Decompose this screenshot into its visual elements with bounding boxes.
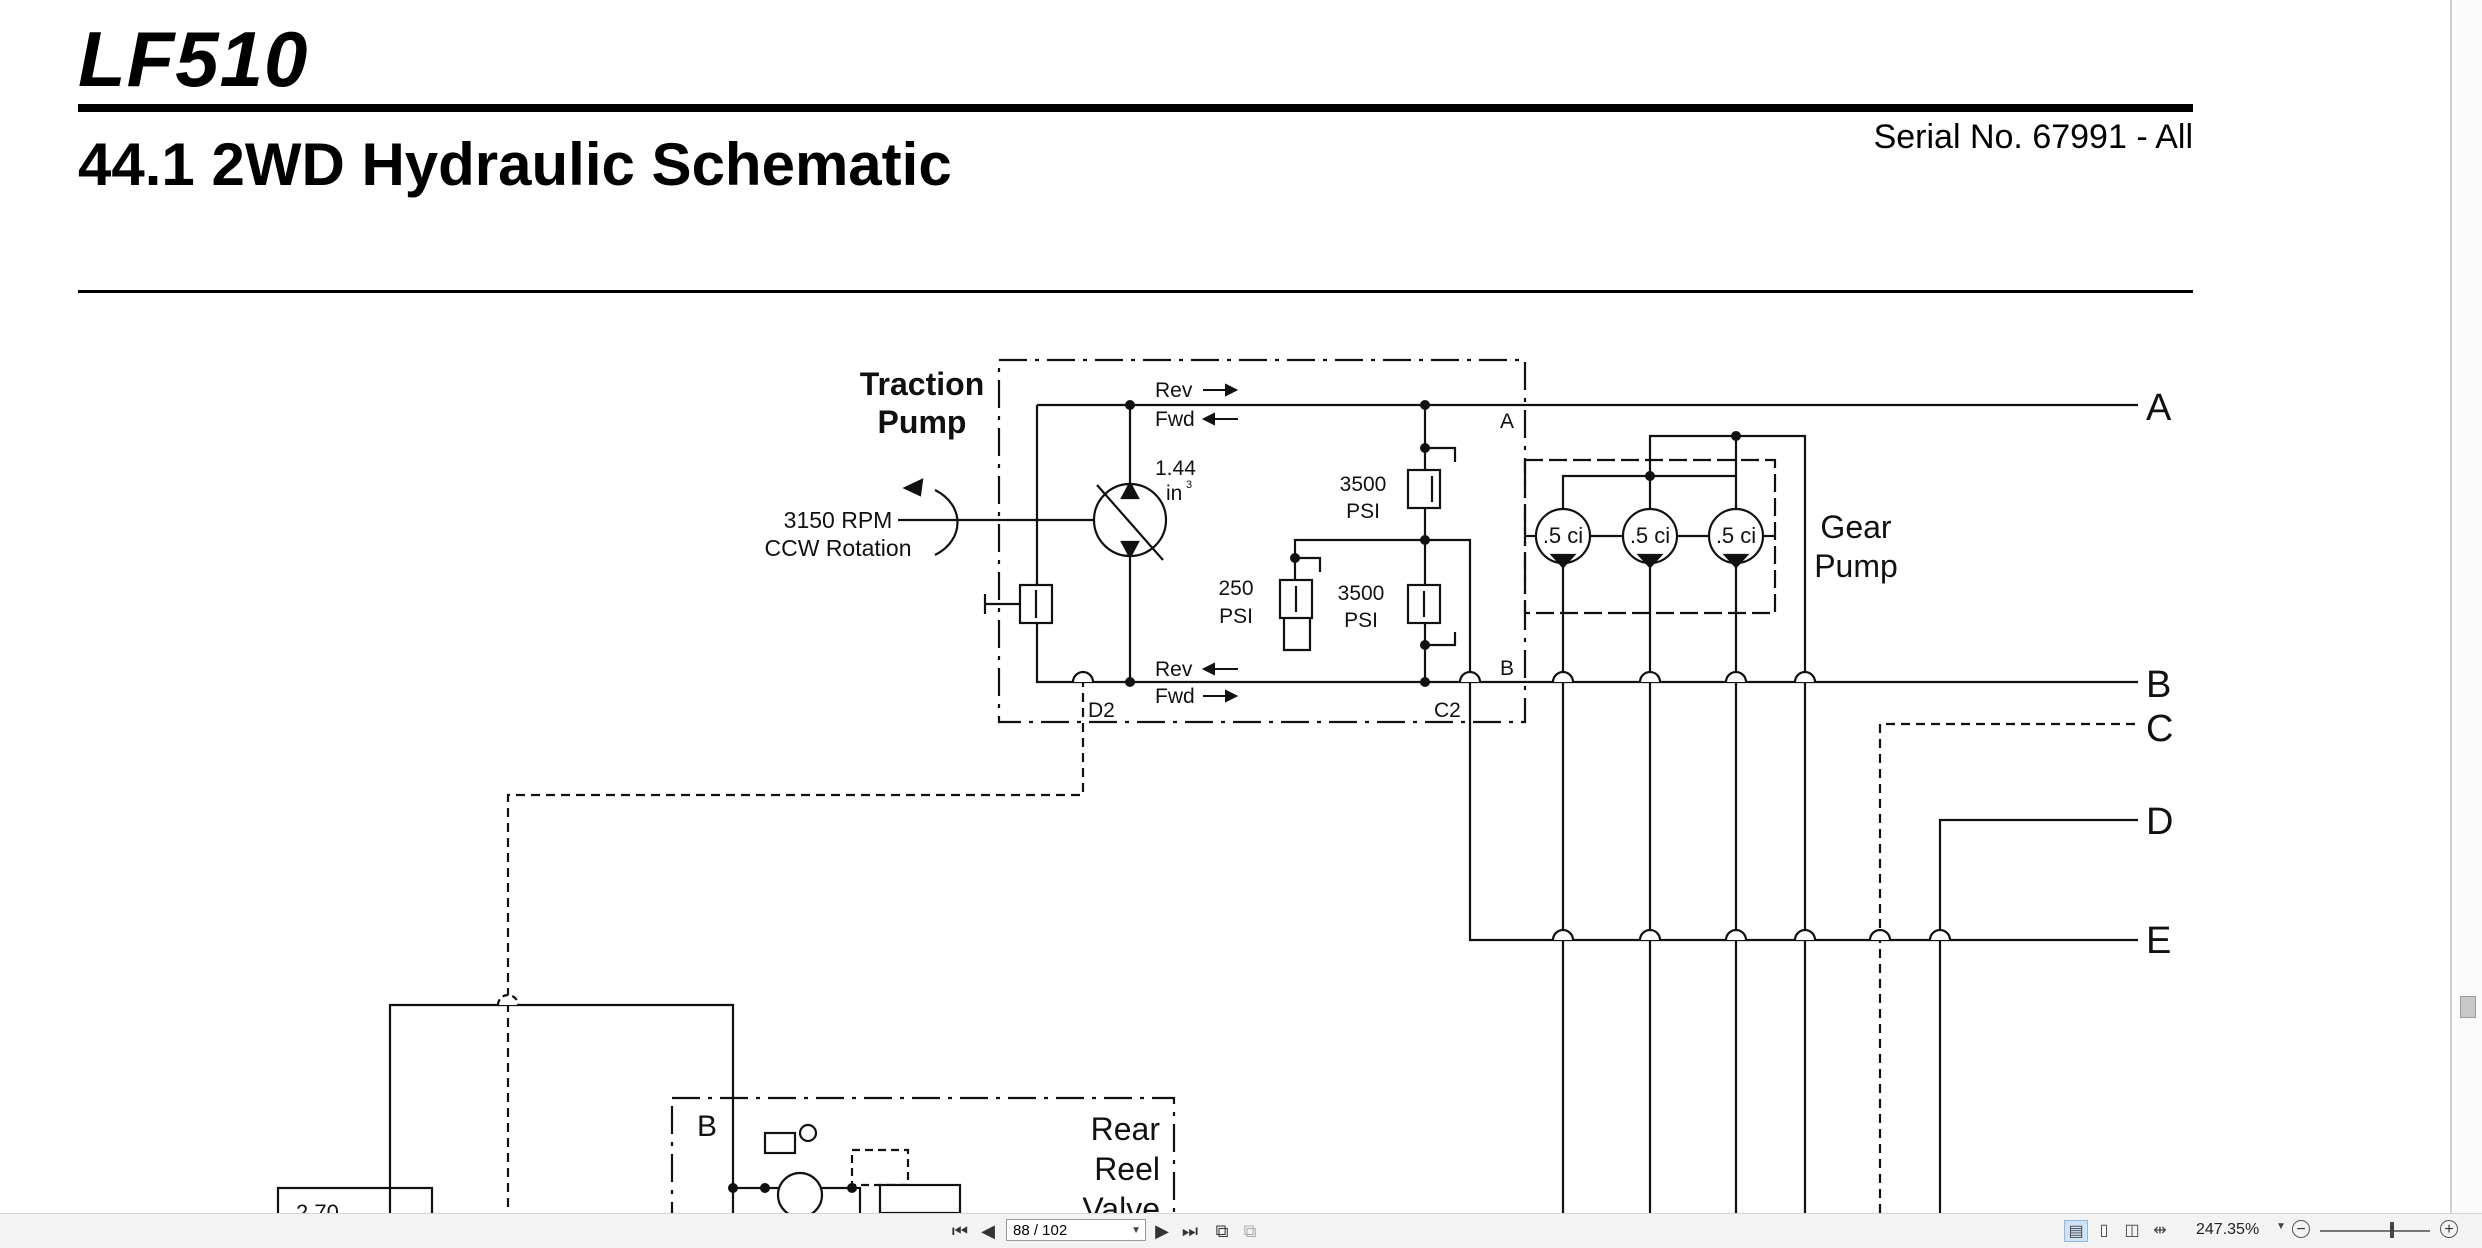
rev-label-bottom: Rev — [1155, 658, 1193, 681]
zoom-level[interactable]: 247.35% — [2196, 1221, 2260, 1238]
rear-reel-valve-enclosure — [670, 1096, 1176, 1213]
relief-low-unit: PSI — [1219, 605, 1253, 628]
displacement-exponent: 3 — [1186, 479, 1192, 491]
line-b-internal — [1035, 405, 1467, 684]
reel-valve-port-b: B — [697, 1110, 717, 1143]
prev-page-button[interactable]: ◀ — [981, 1221, 995, 1241]
line-label-c: C — [2146, 708, 2173, 750]
fwd-label-top: Fwd — [1155, 408, 1195, 431]
model-title: LF510 — [78, 15, 309, 103]
next-page-button[interactable]: ▶ — [1155, 1221, 1169, 1241]
title-rule — [78, 290, 2193, 293]
line-c — [1878, 722, 2138, 1213]
port-b-label: B — [1500, 657, 1514, 680]
status-toolbar: ⏮ ◀ 88 / 102 ▼ ▶ ⏭ ⧉ ⧉ ▤ ▯ ◫ ⇹ 247.35% ▼… — [0, 1213, 2482, 1248]
gear-section-label-1: .5 ci — [1543, 523, 1583, 548]
traction-pump-enclosure — [997, 358, 1527, 724]
scrollbar-thumb[interactable] — [2460, 996, 2476, 1018]
continuous-view-icon[interactable]: ▯ — [2099, 1222, 2109, 1239]
traction-pump-title-1: Traction — [860, 366, 984, 402]
reel-valve-title-3: Valve — [1082, 1191, 1160, 1213]
port-d2-label: D2 — [1088, 699, 1115, 722]
zoom-slider-handle[interactable] — [2390, 1222, 2394, 1238]
reel-valve-title-2: Reel — [1094, 1151, 1160, 1187]
line-label-e: E — [2146, 920, 2171, 962]
pump-speed: 3150 RPM — [784, 507, 893, 533]
line-label-b: B — [2146, 664, 2171, 706]
port-a-label: A — [1500, 410, 1514, 433]
line-label-d: D — [2146, 801, 2173, 843]
zoom-slider[interactable] — [2320, 1230, 2430, 1232]
two-page-view-icon[interactable]: ◫ — [2124, 1222, 2140, 1239]
reel-valve-title-1: Rear — [1091, 1111, 1161, 1147]
copy-page-icon[interactable]: ⧉ — [1215, 1221, 1229, 1241]
rev-label-top: Rev — [1155, 379, 1193, 402]
partial-displacement-label: 2.70 — [296, 1200, 339, 1213]
paste-page-icon[interactable]: ⧉ — [1243, 1221, 1257, 1241]
line-d — [1938, 818, 2138, 1213]
pump-displacement: 1.44 — [1155, 457, 1196, 480]
displacement-unit: in — [1166, 482, 1182, 505]
header-rule — [78, 104, 2193, 112]
relief-low-value: 250 — [1218, 577, 1253, 600]
first-page-button[interactable]: ⏮ — [951, 1221, 969, 1241]
relief-high-unit-1: PSI — [1346, 500, 1380, 523]
traction-pump-title-2: Pump — [878, 404, 967, 440]
gear-pump-title-1: Gear — [1820, 509, 1891, 545]
serial-number: Serial No. 67991 - All — [1873, 118, 2193, 156]
relief-high-value-2: 3500 — [1338, 582, 1385, 605]
vertical-scrollbar[interactable] — [2450, 0, 2482, 1213]
page-number-value: 88 / 102 — [1013, 1222, 1068, 1239]
line-label-a: A — [2146, 387, 2172, 429]
page-number-field[interactable]: 88 / 102 ▼ — [1006, 1219, 1146, 1241]
relief-high-value-1: 3500 — [1340, 473, 1387, 496]
zoom-in-button[interactable]: + — [2440, 1220, 2458, 1238]
gear-section-label-3: .5 ci — [1716, 523, 1756, 548]
section-title: 44.1 2WD Hydraulic Schematic — [78, 131, 952, 198]
zoom-out-button[interactable]: − — [2292, 1220, 2310, 1238]
port-c2-label: C2 — [1434, 699, 1461, 722]
gear-pump-title-2: Pump — [1814, 548, 1898, 584]
relief-high-unit-2: PSI — [1344, 609, 1378, 632]
line-e — [1425, 538, 2138, 942]
last-page-button[interactable]: ⏭ — [1181, 1221, 1199, 1241]
fit-width-icon[interactable]: ⇹ — [2153, 1222, 2167, 1239]
pump-rotation: CCW Rotation — [765, 535, 912, 561]
gear-section-label-2: .5 ci — [1630, 523, 1670, 548]
single-page-view-icon[interactable]: ▤ — [2064, 1220, 2088, 1242]
zoom-dropdown-icon[interactable]: ▼ — [2276, 1221, 2286, 1232]
chevron-down-icon: ▼ — [1131, 1225, 1141, 1236]
fwd-label-bottom: Fwd — [1155, 685, 1195, 708]
document-page: LF510 44.1 2WD Hydraulic Schematic Seria… — [78, 15, 2193, 1213]
hydraulic-schematic: Traction Pump 3150 RPM CCW Rotation 1.44… — [276, 358, 2173, 1213]
relief-valve-high-1 — [1406, 468, 1442, 510]
